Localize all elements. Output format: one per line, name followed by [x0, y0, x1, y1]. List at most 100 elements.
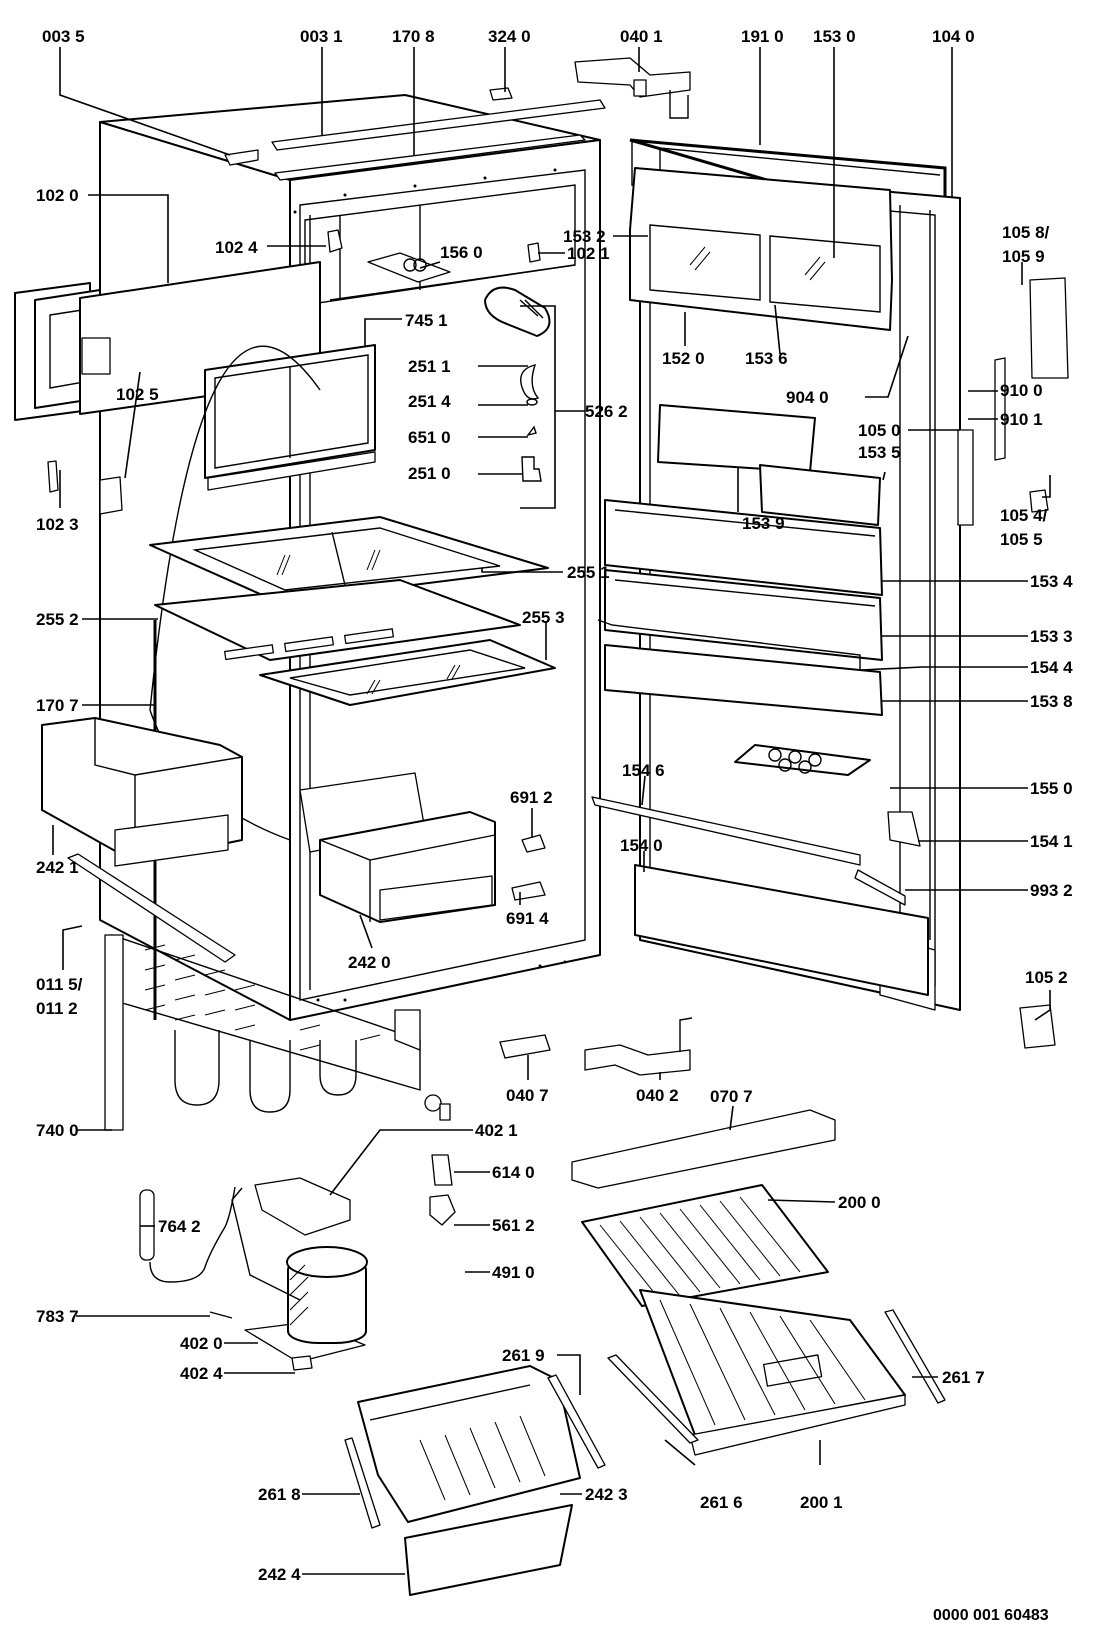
part-1054-bracket — [1029, 489, 1049, 513]
label-1533: 153 3 — [1030, 627, 1073, 646]
part-7451-freezer-flap — [204, 344, 376, 491]
label-1025: 102 5 — [116, 385, 159, 404]
label-1910: 191 0 — [741, 27, 784, 46]
label-6914: 691 4 — [506, 909, 549, 928]
label-1021: 102 1 — [567, 244, 610, 263]
part-9932-tool — [854, 869, 906, 906]
part-6912-lamp — [521, 834, 546, 853]
label-0707: 070 7 — [710, 1087, 753, 1106]
label-1020: 102 0 — [36, 186, 79, 205]
label-9100: 910 0 — [1000, 381, 1043, 400]
part-0407-plate — [499, 1034, 551, 1059]
part-0402-bottom-hinge — [584, 1017, 693, 1076]
part-2001-shelf — [639, 1289, 906, 1456]
part-4024-clip — [291, 1355, 313, 1371]
part-1546-bottle-retainer — [591, 796, 861, 866]
label-1024: 102 4 — [215, 238, 258, 257]
label-1530: 153 0 — [813, 27, 856, 46]
label-1058: 105 8/ — [1002, 223, 1050, 242]
part-1050-magnet-strip — [957, 429, 974, 526]
label-2618: 261 8 — [258, 1485, 301, 1504]
part-6140-relay — [424, 1094, 442, 1112]
part-1560-ice-tray — [367, 252, 451, 283]
part-0115-rail — [67, 853, 236, 963]
part-5262-thermostat-housing — [484, 286, 551, 482]
label-4021: 402 1 — [475, 1121, 518, 1140]
label-1532: 153 2 — [563, 227, 606, 246]
part-2000-wire-shelf — [581, 1184, 829, 1307]
label-1023: 102 3 — [36, 515, 79, 534]
label-5612: 561 2 — [492, 1216, 535, 1235]
part-2618-rail — [344, 1437, 381, 1529]
part-1533-door-shelf — [604, 569, 883, 661]
label-2553: 255 3 — [522, 608, 565, 627]
part-2619-rail — [547, 1374, 606, 1469]
label-2552: 255 2 — [36, 610, 79, 629]
label-1544: 154 4 — [1030, 658, 1073, 677]
label-2511: 251 1 — [408, 357, 451, 376]
label-1055: 105 5 — [1000, 530, 1043, 549]
part-2424-drawer-front — [404, 1504, 573, 1596]
label-0407: 040 7 — [506, 1086, 549, 1105]
label-0402: 040 2 — [636, 1086, 679, 1105]
label-1052: 105 2 — [1025, 968, 1068, 987]
part-2617-rail — [884, 1309, 946, 1404]
part-1058-hinge-cover — [1029, 277, 1069, 379]
label-6140: 614 0 — [492, 1163, 535, 1182]
label-5262: 526 2 — [585, 402, 628, 421]
part-labels: 003 5 003 1 170 8 324 0 040 1 191 0 153 … — [36, 27, 1073, 1624]
part-4020-compressor — [231, 1187, 368, 1363]
part-2423-drawer — [357, 1365, 581, 1523]
label-2423: 242 3 — [585, 1485, 628, 1504]
part-1541-clip — [887, 811, 921, 847]
label-9101: 910 1 — [1000, 410, 1043, 429]
part-0401-top-hinge — [574, 57, 691, 119]
label-2510: 251 0 — [408, 464, 451, 483]
label-1059: 105 9 — [1002, 247, 1045, 266]
label-0112: 011 2 — [36, 999, 78, 1018]
label-6912: 691 2 — [510, 788, 553, 807]
part-2552-shelf-frame — [154, 579, 521, 661]
label-1539: 153 9 — [742, 514, 785, 533]
document-number: 0000 001 60483 — [933, 1607, 1049, 1624]
label-9932: 993 2 — [1030, 881, 1073, 900]
label-7837: 783 7 — [36, 1307, 79, 1326]
label-1550: 155 0 — [1030, 779, 1073, 798]
label-7400: 740 0 — [36, 1121, 79, 1140]
label-1541: 154 1 — [1030, 832, 1073, 851]
label-2424: 242 4 — [258, 1565, 301, 1584]
label-1560: 156 0 — [440, 243, 483, 262]
part-1539-box — [657, 404, 816, 473]
part-1544-bottle-rail — [597, 619, 861, 680]
part-1538-door-shelf — [604, 644, 883, 716]
label-1536: 153 6 — [745, 349, 788, 368]
part-4910-cover — [429, 1194, 456, 1226]
part-4021-compressor-bracket — [254, 1177, 351, 1236]
label-1546: 154 6 — [622, 761, 665, 780]
part-1052-bottom-hinge — [1019, 1004, 1056, 1049]
label-1520: 152 0 — [662, 349, 705, 368]
leader-lines — [52, 47, 1051, 1575]
part-1550-egg-tray — [734, 744, 871, 776]
label-2000: 200 0 — [838, 1193, 881, 1212]
label-4020: 402 0 — [180, 1334, 223, 1353]
label-1050: 105 0 — [858, 421, 901, 440]
label-2616: 261 6 — [700, 1493, 743, 1512]
part-7837-tube — [209, 1311, 233, 1319]
part-1540-bottle-shelf — [634, 864, 929, 996]
label-1708: 170 8 — [392, 27, 435, 46]
label-1054: 105 4/ — [1000, 506, 1048, 525]
part-7400-condenser — [104, 934, 421, 1131]
label-9040: 904 0 — [786, 388, 829, 407]
label-2420: 242 0 — [348, 953, 391, 972]
label-0401: 040 1 — [620, 27, 663, 46]
label-7642: 764 2 — [158, 1217, 201, 1236]
label-6510: 651 0 — [408, 428, 451, 447]
part-1023-hinge-pin — [47, 460, 59, 493]
part-1534-door-shelf — [604, 499, 883, 596]
part-0707-cover-strip — [571, 1109, 836, 1189]
label-1707: 170 7 — [36, 696, 79, 715]
label-1535: 153 5 — [858, 443, 901, 462]
part-2553-glass-shelf — [259, 639, 556, 706]
